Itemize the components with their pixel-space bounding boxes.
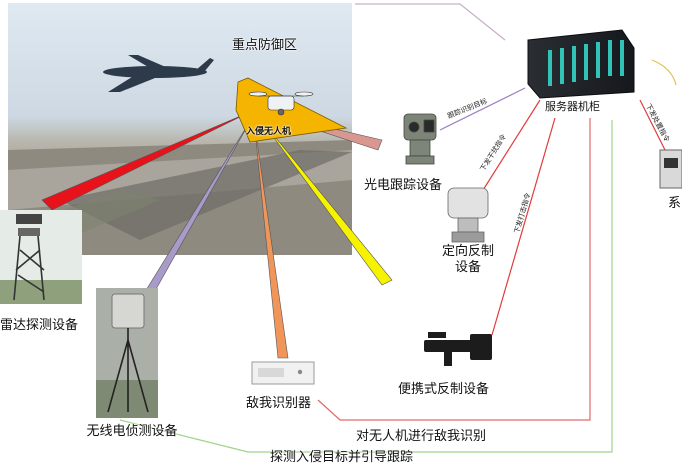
server-to-directional-link <box>477 99 541 199</box>
iff-label: 敌我识别器 <box>246 396 312 411</box>
drone-label: 入侵无人机 <box>246 127 292 137</box>
eo-tracker-image <box>403 113 437 165</box>
portable-device-image <box>424 332 492 366</box>
server-label: 服务器机柜 <box>545 100 600 113</box>
zone-title: 重点防御区 <box>232 38 298 53</box>
drone-zone <box>235 77 348 143</box>
server-to-eo-link <box>439 87 526 131</box>
iff-link-caption: 对无人机进行敌我识别 <box>356 429 487 444</box>
directional-label: 定向反制设备 <box>442 244 495 275</box>
server-top-link <box>355 3 506 41</box>
airplane-icon <box>103 55 214 92</box>
side-label: 系 <box>668 196 682 211</box>
detect-guide-link <box>119 120 613 453</box>
radar-tower-image <box>0 210 82 304</box>
radar-beam <box>41 111 251 211</box>
iff-beam <box>253 119 289 359</box>
server-to-portable-link <box>491 117 556 336</box>
server-to-side-link <box>639 99 666 151</box>
portable-label: 便携式反制设备 <box>398 382 490 397</box>
iff-device-image <box>251 361 315 385</box>
radar-label: 雷达探测设备 <box>0 318 79 333</box>
server-cabinet-image <box>527 29 635 99</box>
iff-link <box>317 118 591 421</box>
drone-icon <box>248 91 314 116</box>
eo-tracking-label: 光电跟踪设备 <box>364 178 443 193</box>
radio-label: 无线电侦测设备 <box>86 424 178 439</box>
radio-detector-image <box>96 288 158 418</box>
side-arc <box>651 59 677 86</box>
directional-device-image <box>447 187 489 243</box>
directional-beam <box>257 115 393 286</box>
side-device-image <box>659 149 682 189</box>
connection-lines <box>119 3 677 453</box>
detect-link-caption: 探测入侵目标并引导跟踪 <box>270 450 414 465</box>
